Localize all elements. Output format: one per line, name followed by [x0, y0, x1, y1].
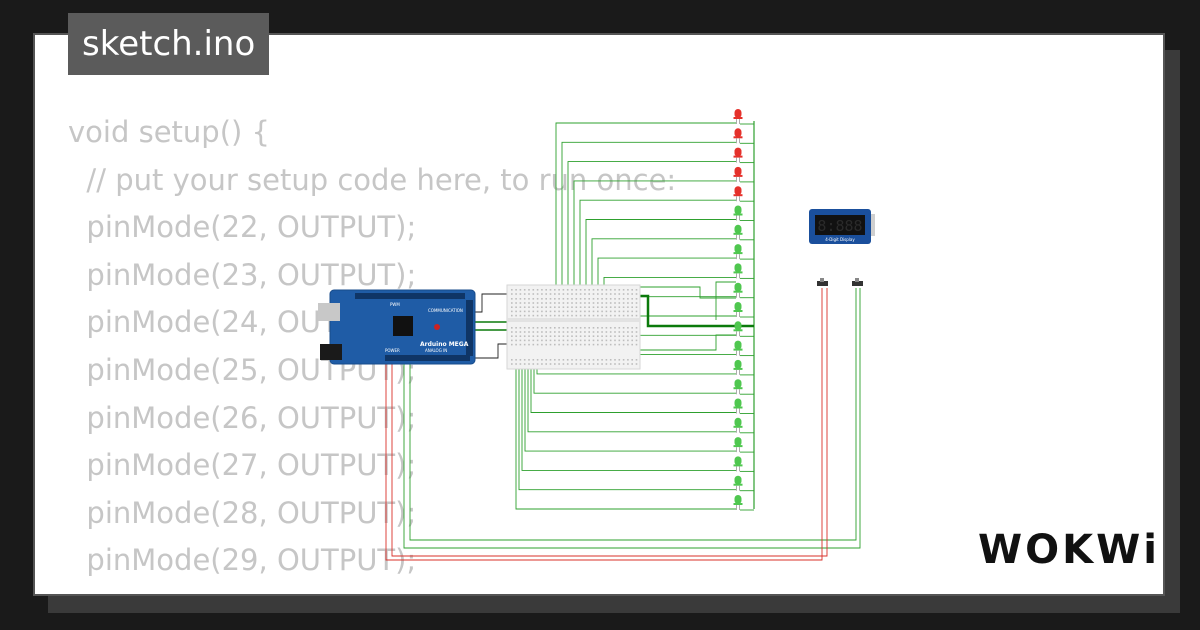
led-green [733, 263, 743, 279]
microcontroller-chip [393, 316, 413, 336]
led-column [733, 109, 743, 510]
slide-switch-2 [852, 278, 863, 286]
led-red [733, 147, 743, 163]
board-analog-label: ANALOG IN [425, 348, 447, 353]
led-green [733, 475, 743, 491]
led-green [733, 437, 743, 453]
code-listing: void setup() { // put your setup code he… [68, 109, 677, 594]
board-communication-label: COMMUNICATION [428, 308, 463, 313]
board-power-label: POWER [385, 348, 400, 353]
code-line: pinMode(26, OUTPUT); [68, 400, 417, 435]
code-line: pinMode(28, OUTPUT); [68, 495, 417, 530]
board-name: Arduino MEGA [420, 341, 469, 348]
led-green [733, 244, 743, 260]
code-line: pinMode(27, OUTPUT); [68, 448, 417, 483]
led-green [733, 282, 743, 298]
led-green [733, 398, 743, 414]
code-line: // put your setup code here, to run once… [68, 162, 677, 197]
led-green [733, 495, 743, 510]
wokwi-logo: WOKWi [978, 527, 1160, 573]
arduino-mega-board: PWM COMMUNICATION Arduino MEGA POWER ANA… [318, 289, 476, 365]
led-green [733, 224, 743, 240]
power-jack [320, 344, 342, 360]
led-green [733, 321, 743, 337]
display-label: 4-Digit Display [825, 237, 855, 242]
led-green [733, 359, 743, 375]
led-red [733, 109, 743, 124]
led-green [733, 302, 743, 317]
code-line: void setup() { [68, 115, 270, 149]
file-title: sketch.ino [68, 13, 270, 75]
slide-switch-1 [817, 278, 828, 286]
board-pwm-label: PWM [390, 302, 400, 307]
led-green [733, 456, 743, 472]
usb-port [318, 303, 340, 321]
display-digits: 8:888 [817, 217, 862, 235]
led-red [733, 128, 743, 144]
led-green [733, 205, 743, 221]
breadboard [506, 284, 641, 370]
code-line: pinMode(23, OUTPUT); [68, 257, 417, 292]
led-green [733, 417, 743, 433]
four-digit-display: 8:888 4-Digit Display [809, 209, 875, 244]
led-green [733, 379, 743, 395]
code-line: pinMode(22, OUTPUT); [68, 210, 417, 245]
led-red [733, 186, 743, 202]
reset-button [434, 324, 440, 330]
led-red [733, 166, 743, 182]
code-line: pinMode(30, OUTPUT); [68, 585, 676, 594]
led-green [733, 340, 743, 356]
